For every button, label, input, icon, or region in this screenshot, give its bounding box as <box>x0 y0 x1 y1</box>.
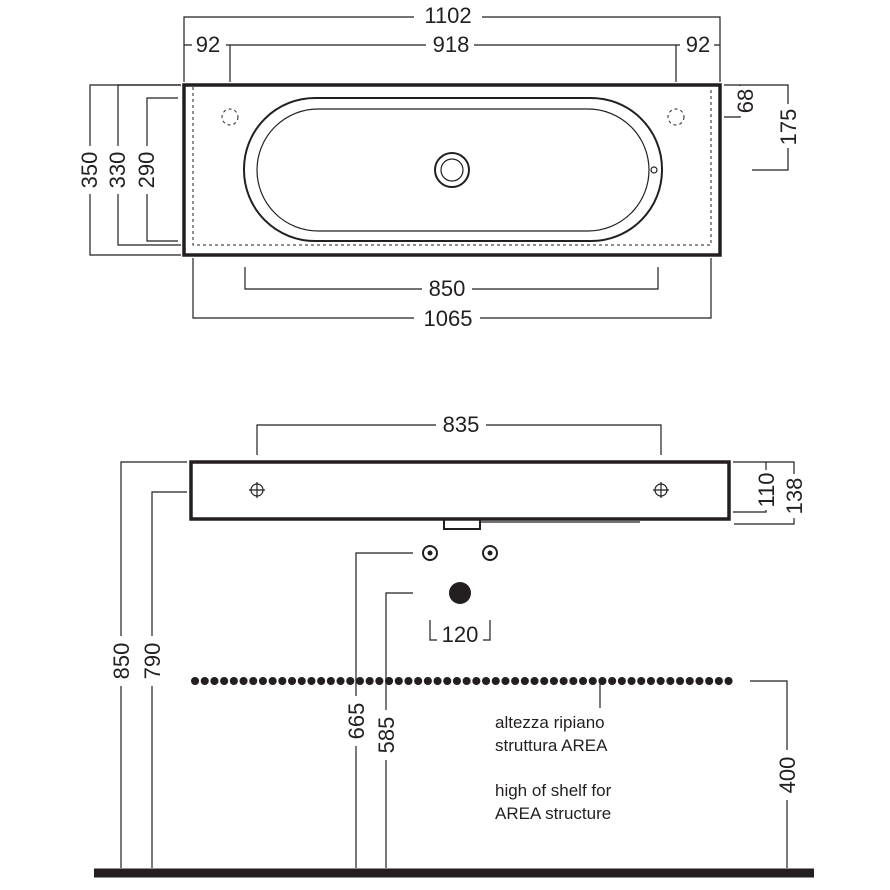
dim-1102: 1102 <box>424 3 471 28</box>
water-supply-left <box>422 545 438 561</box>
dim-665: 665 <box>344 703 369 740</box>
bowl-inner <box>256 108 650 232</box>
note-en-line1: high of shelf for <box>495 781 612 800</box>
dim-400: 400 <box>775 757 800 794</box>
note-en-line2: AREA structure <box>495 804 611 823</box>
dim-585: 585 <box>374 717 399 754</box>
dim-790: 790 <box>140 643 165 680</box>
dim-120: 120 <box>442 622 479 647</box>
fixing-hole-right <box>667 108 685 126</box>
note-it-line2: struttura AREA <box>495 736 608 755</box>
dim-850-height: 850 <box>109 643 134 680</box>
dim-918: 918 <box>433 32 470 57</box>
dim-92-right: 92 <box>686 32 710 57</box>
basin-inner-dashed <box>192 87 712 246</box>
water-supply-right <box>482 545 498 561</box>
basin-outline-top <box>182 83 722 257</box>
bowl-outer <box>243 97 663 242</box>
fixing-symbol-right <box>653 482 669 498</box>
front-view: 835 110 138 120 850 790 665 <box>94 412 814 878</box>
waste-outlet <box>449 582 471 604</box>
fixing-symbol-left <box>249 482 265 498</box>
dim-290: 290 <box>134 152 159 189</box>
basin-slab-front <box>189 460 731 521</box>
note-it-line1: altezza ripiano <box>495 713 605 732</box>
drain-outer <box>434 152 470 188</box>
fixing-hole-left <box>221 108 239 126</box>
dim-1065: 1065 <box>424 306 473 331</box>
drain-inner <box>440 158 464 182</box>
dim-92-left: 92 <box>196 32 220 57</box>
dim-850-bowl: 850 <box>429 276 466 301</box>
dim-350: 350 <box>77 152 102 189</box>
dim-68: 68 <box>733 89 758 113</box>
drain-trap <box>443 519 481 530</box>
dim-138: 138 <box>782 478 807 515</box>
dim-835: 835 <box>443 412 480 437</box>
dim-330: 330 <box>105 152 130 189</box>
dim-175: 175 <box>776 109 801 146</box>
top-view: 1102 92 918 92 350 330 290 68 175 850 <box>77 3 801 331</box>
dim-110: 110 <box>754 472 779 507</box>
overflow-hole <box>650 166 658 174</box>
